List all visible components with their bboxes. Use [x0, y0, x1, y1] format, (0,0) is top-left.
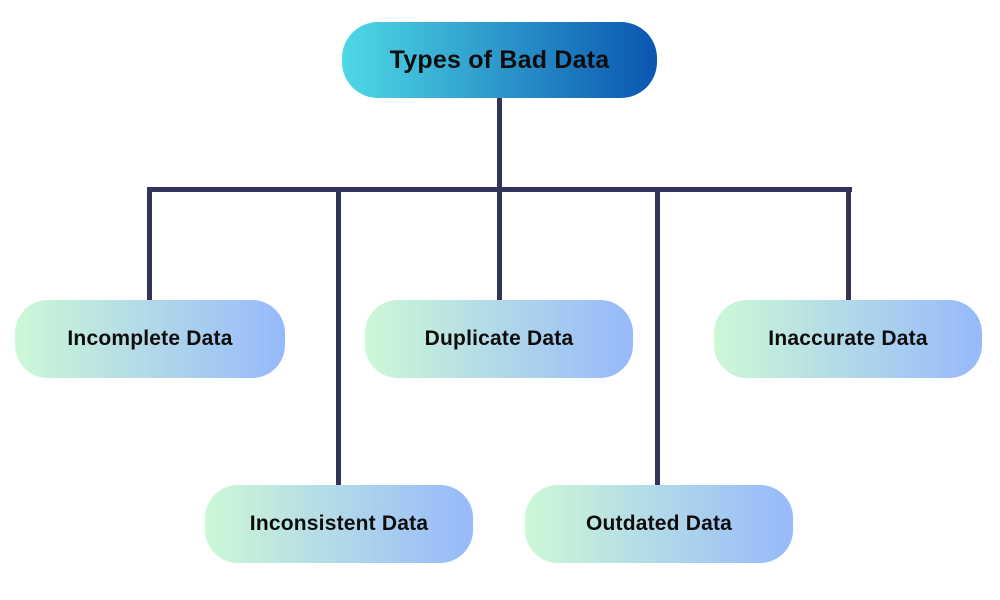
- node-inaccurate-data: Inaccurate Data: [714, 300, 982, 378]
- connector-root-stem: [497, 97, 502, 301]
- node-incomplete-data: Incomplete Data: [15, 300, 285, 378]
- node-label: Duplicate Data: [424, 327, 574, 350]
- node-label: Inaccurate Data: [768, 327, 928, 350]
- node-label: Incomplete Data: [67, 327, 233, 350]
- node-outdated-data: Outdated Data: [525, 485, 793, 563]
- root-node-types-of-bad-data: Types of Bad Data: [342, 22, 657, 98]
- connector-horizontal-bar: [147, 187, 852, 192]
- node-label: Inconsistent Data: [249, 512, 429, 535]
- node-inconsistent-data: Inconsistent Data: [205, 485, 473, 563]
- connector-inaccurate-data: [846, 187, 851, 302]
- node-label: Outdated Data: [585, 512, 733, 535]
- connector-inconsistent-data: [336, 187, 341, 487]
- connector-outdated-data: [655, 187, 660, 487]
- node-duplicate-data: Duplicate Data: [365, 300, 633, 378]
- root-node-label: Types of Bad Data: [389, 45, 610, 74]
- connector-incomplete-data: [147, 187, 152, 302]
